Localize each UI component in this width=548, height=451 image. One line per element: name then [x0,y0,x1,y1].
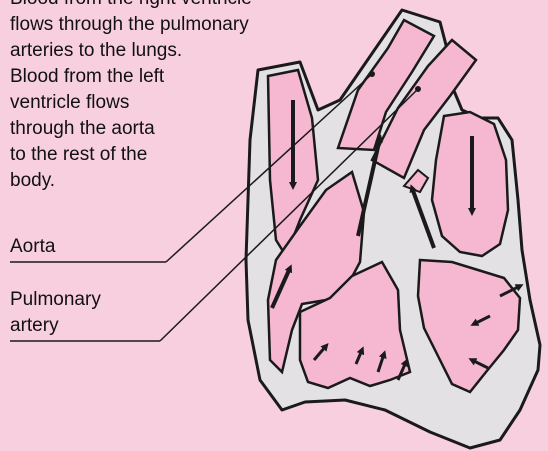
pulmonary-pointer-dot [415,86,421,92]
aorta-pointer-dot [369,71,375,77]
